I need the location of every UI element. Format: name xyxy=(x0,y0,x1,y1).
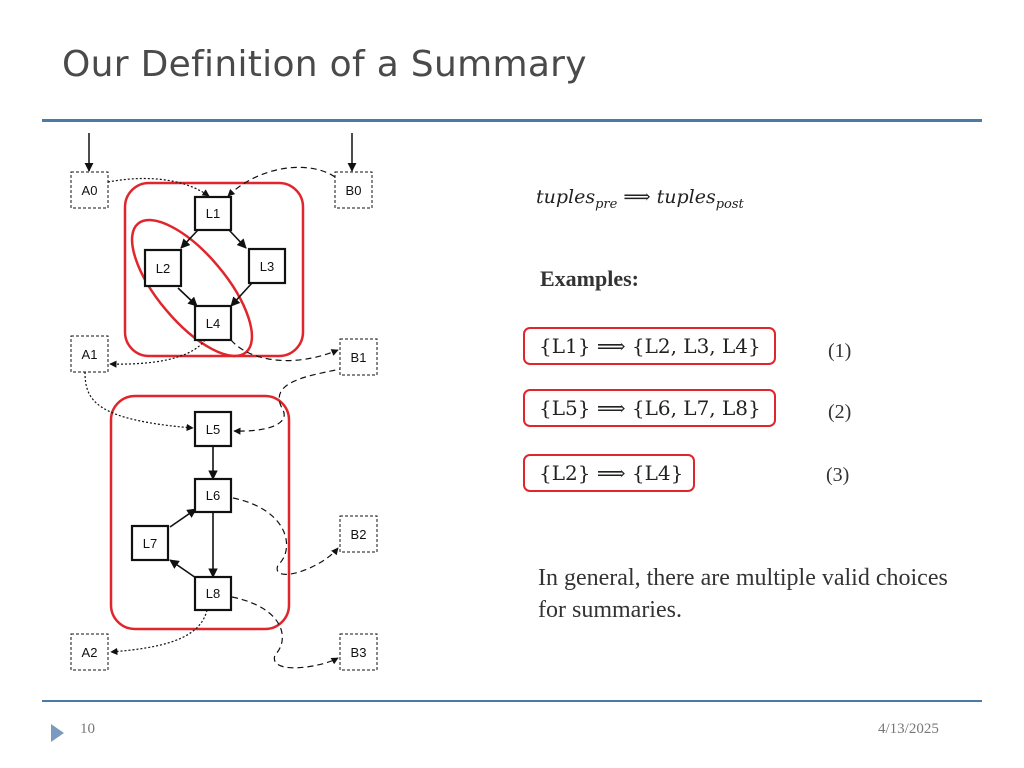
node-b1-label: B1 xyxy=(351,350,367,365)
slide-title: Our Definition of a Summary xyxy=(62,44,587,85)
node-a0 xyxy=(70,171,109,209)
slide-date: 4/13/2025 xyxy=(878,721,939,737)
node-b1 xyxy=(339,338,378,376)
node-l8 xyxy=(193,575,233,612)
edge-l7-l6 xyxy=(169,508,197,528)
node-l7 xyxy=(130,524,170,562)
node-l6-label: L6 xyxy=(206,488,220,503)
node-l6 xyxy=(193,477,233,514)
example-box-2: {L5} ⟹ {L6, L7, L8} xyxy=(523,389,776,427)
summary-region-lower xyxy=(109,394,291,631)
edge-b1-l5 xyxy=(233,367,346,435)
edge-l8-l7 xyxy=(169,559,197,579)
formula-lhs: tuples xyxy=(536,186,596,208)
example-number-1: (1) xyxy=(828,340,852,362)
node-l4 xyxy=(193,304,233,342)
node-l7-label: L7 xyxy=(143,536,157,551)
node-b2 xyxy=(339,515,378,553)
node-a1 xyxy=(70,335,109,373)
examples-heading: Examples: xyxy=(540,266,639,291)
node-l2 xyxy=(143,248,183,288)
example-text-2: {L5} ⟹ {L6, L7, L8} xyxy=(539,396,761,420)
page-number: 10 xyxy=(80,721,95,737)
node-a1-label: A1 xyxy=(82,347,98,362)
edge-l2-l4 xyxy=(177,287,198,307)
edge-l6-b2 xyxy=(232,497,339,575)
node-l4-label: L4 xyxy=(206,316,220,331)
node-l3 xyxy=(247,247,287,285)
node-l3-label: L3 xyxy=(260,259,274,274)
summary-region-upper xyxy=(123,181,305,358)
example-box-3: {L2} ⟹ {L4} xyxy=(523,454,695,492)
example-text-1: {L1} ⟹ {L2, L3, L4} xyxy=(539,334,761,358)
formula-lhs-subscript: pre xyxy=(595,196,618,212)
node-l5 xyxy=(193,410,233,448)
formula-rhs-subscript: post xyxy=(715,196,744,212)
node-b3-label: B3 xyxy=(351,645,367,660)
edge-l1-l3 xyxy=(228,229,247,249)
node-l8-label: L8 xyxy=(206,586,220,601)
formula-rhs: tuples xyxy=(656,186,716,208)
edge-a1-l5 xyxy=(84,371,194,432)
node-l1 xyxy=(193,195,233,232)
example-text-3: {L2} ⟹ {L4} xyxy=(539,461,684,485)
formula-arrow: ⟹ xyxy=(623,186,651,208)
page-marker-icon xyxy=(51,724,64,742)
edge-a0-l1 xyxy=(107,177,210,197)
node-b2-label: B2 xyxy=(351,527,367,542)
edge-l8-a2 xyxy=(110,609,208,656)
edge-l1-l2 xyxy=(180,229,199,249)
summary-note: In general, there are multiple valid cho… xyxy=(538,565,948,623)
summary-region-l2-l4 xyxy=(130,218,254,358)
node-a2-label: A2 xyxy=(82,645,98,660)
edge-l3-l4 xyxy=(230,282,253,307)
node-a0-label: A0 xyxy=(82,183,98,198)
node-l5-label: L5 xyxy=(206,422,220,437)
example-box-1: {L1} ⟹ {L2, L3, L4} xyxy=(523,327,776,365)
summary-graph-diagram: A0 B0 A1 B1 B2 A2 B3 L1 L2 L3 L4 L5 L6 L… xyxy=(70,133,378,671)
node-a2 xyxy=(70,633,109,671)
node-b3 xyxy=(339,633,378,671)
edge-l4-a1 xyxy=(109,339,206,368)
footer-divider xyxy=(42,700,982,702)
node-l1-label: L1 xyxy=(206,206,220,221)
summary-formula: tuplespre⟹tuplespost xyxy=(536,186,744,212)
title-divider xyxy=(42,119,982,122)
example-number-2: (2) xyxy=(828,401,852,423)
node-b0 xyxy=(334,171,373,209)
node-b0-label: B0 xyxy=(346,183,362,198)
edge-l8-b3 xyxy=(231,596,339,669)
example-number-3: (3) xyxy=(826,464,850,486)
node-l2-label: L2 xyxy=(156,261,170,276)
edge-b0-l1 xyxy=(227,166,336,197)
